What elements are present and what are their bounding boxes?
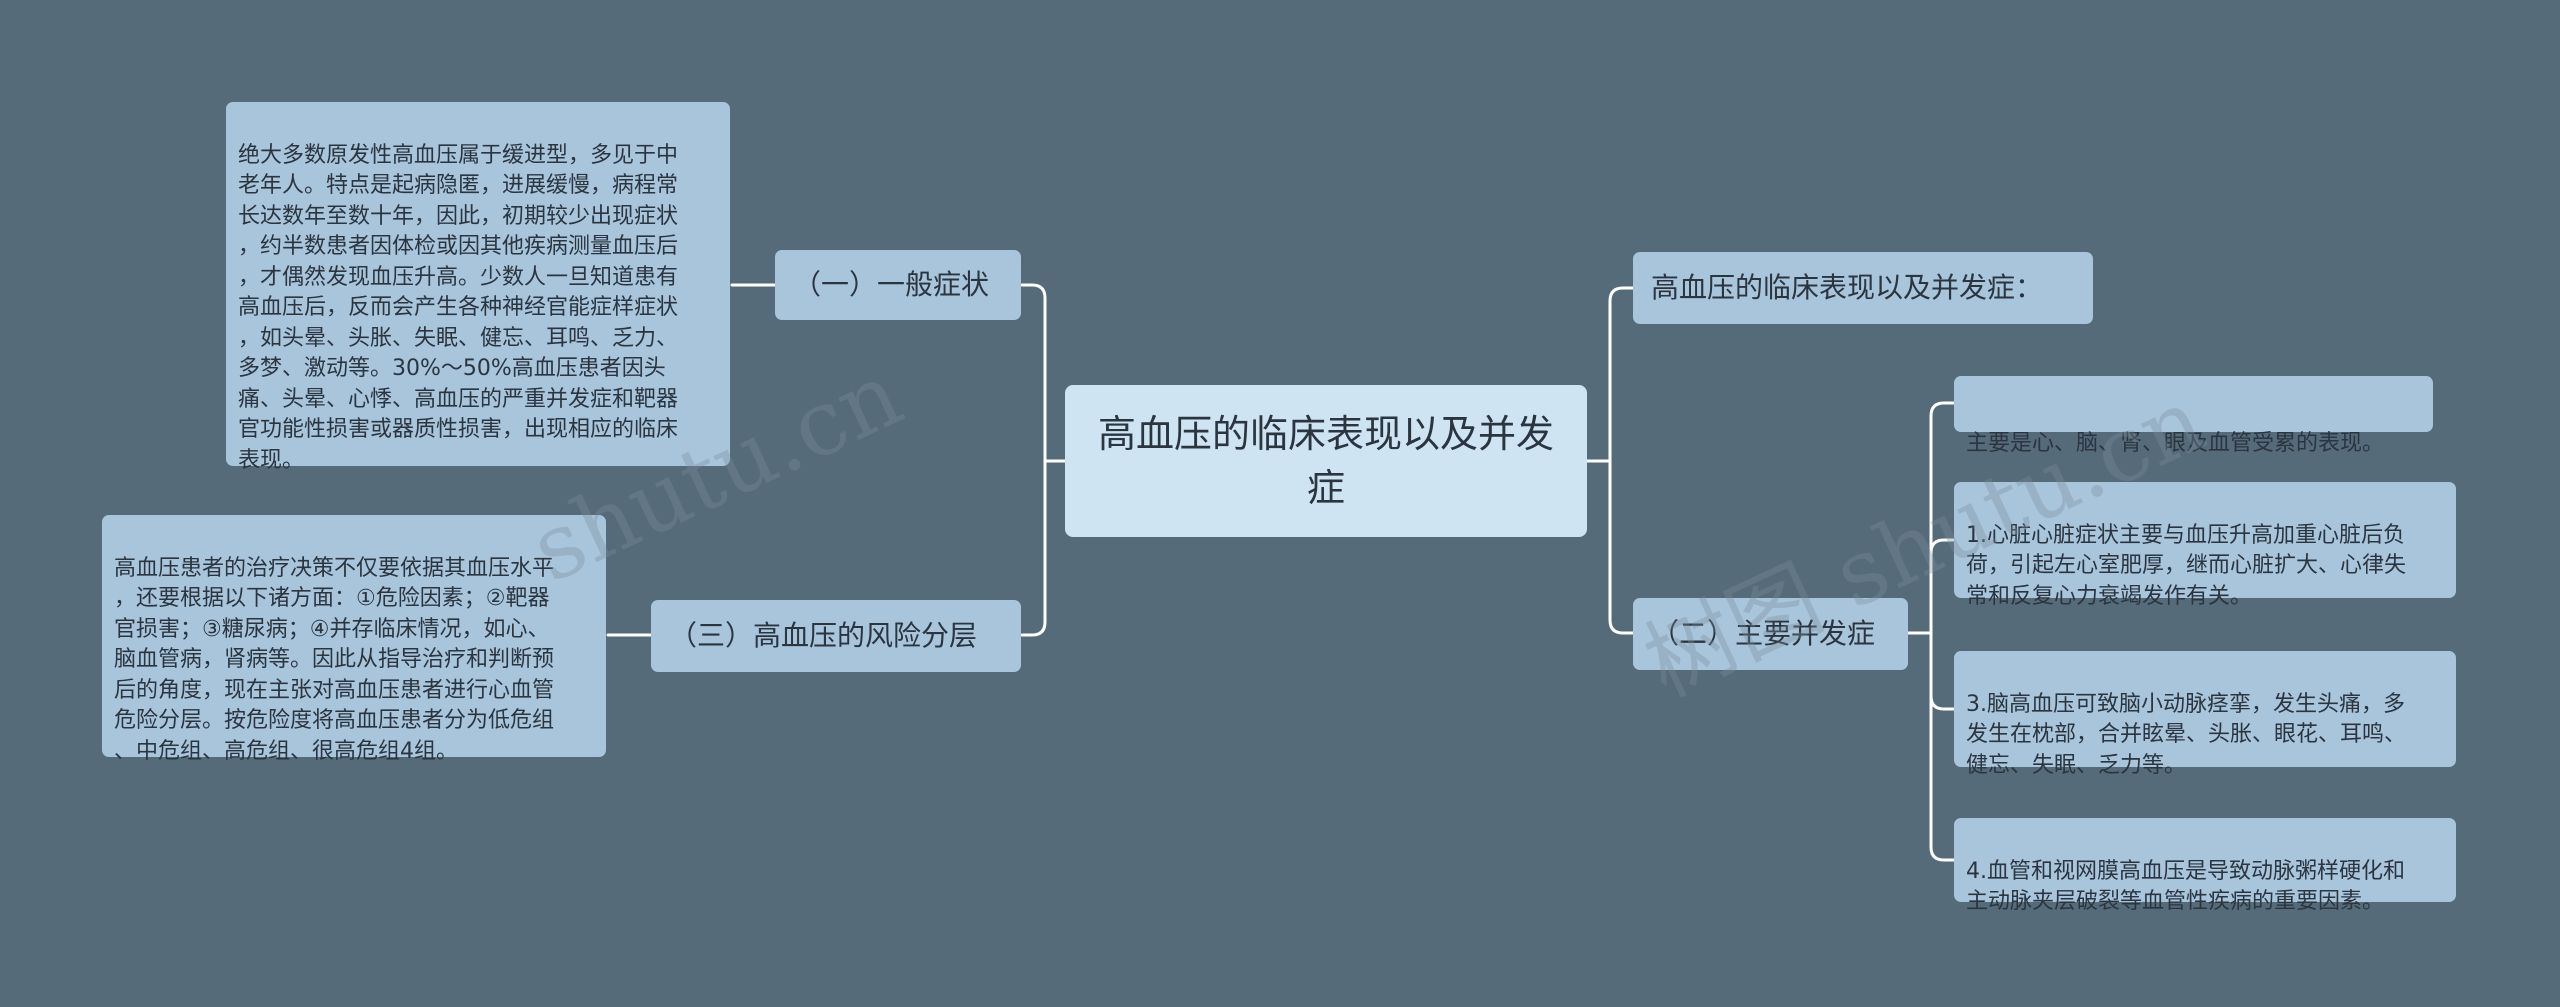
complication-item-3-text: 3.脑高血压可致脑小动脉痉挛，发生头痛，多 发生在枕部，合并眩晕、头胀、眼花、耳… bbox=[1966, 691, 2407, 778]
complication-item-4[interactable]: 4.血管和视网膜高血压是导致动脉粥样硬化和 主动脉夹层破裂等血管性疾病的重要因素… bbox=[1954, 818, 2456, 914]
branch-complications-label: （二）主要并发症 bbox=[1651, 617, 1876, 650]
complication-item-2-text: 1.心脏心脏症状主要与血压升高加重心脏后负 荷，引起左心室肥厚，继而心脏扩大、心… bbox=[1966, 522, 2407, 609]
complication-item-2[interactable]: 1.心脏心脏症状主要与血压升高加重心脏后负 荷，引起左心室肥厚，继而心脏扩大、心… bbox=[1954, 482, 2456, 609]
detail-general-text: 绝大多数原发性高血压属于缓进型，多见于中 老年人。特点是起病隐匿，进展缓慢，病程… bbox=[238, 142, 679, 473]
complication-item-1[interactable]: 主要是心、脑、肾、眼及血管受累的表现。 bbox=[1954, 376, 2433, 456]
connector-comp-item4 bbox=[1906, 631, 1956, 862]
connector-comp-item2 bbox=[1906, 538, 1956, 635]
connector-root-risk bbox=[1020, 459, 1067, 637]
root-node[interactable]: 高血压的临床表现以及并发症 bbox=[1065, 385, 1587, 537]
branch-risk-stratification[interactable]: （三）高血压的风险分层 bbox=[651, 600, 1021, 672]
detail-risk-stratification[interactable]: 高血压患者的治疗决策不仅要依据其血压水平 ，还要根据以下诸方面：①危险因素；②靶… bbox=[102, 515, 606, 764]
detail-risk-text: 高血压患者的治疗决策不仅要依据其血压水平 ，还要根据以下诸方面：①危险因素；②靶… bbox=[114, 555, 555, 764]
connector-root-complications bbox=[1585, 459, 1635, 635]
connector-comp-item1 bbox=[1906, 401, 1956, 635]
branch-heading[interactable]: 高血压的临床表现以及并发症： bbox=[1633, 252, 2093, 324]
root-label: 高血压的临床表现以及并发症 bbox=[1097, 412, 1554, 510]
branch-complications[interactable]: （二）主要并发症 bbox=[1633, 598, 1908, 670]
complication-item-1-text: 主要是心、脑、肾、眼及血管受累的表现。 bbox=[1966, 431, 2385, 456]
detail-general-symptoms[interactable]: 绝大多数原发性高血压属于缓进型，多见于中 老年人。特点是起病隐匿，进展缓慢，病程… bbox=[226, 102, 730, 473]
branch-heading-label: 高血压的临床表现以及并发症： bbox=[1651, 271, 2044, 304]
complication-item-3[interactable]: 3.脑高血压可致脑小动脉痉挛，发生头痛，多 发生在枕部，合并眩晕、头胀、眼花、耳… bbox=[1954, 651, 2456, 778]
connector-root-general bbox=[1020, 283, 1067, 463]
connector-root-heading bbox=[1585, 286, 1635, 463]
branch-general-symptoms[interactable]: （一）一般症状 bbox=[775, 250, 1021, 320]
branch-general-label: （一）一般症状 bbox=[793, 268, 990, 301]
branch-risk-label: （三）高血压的风险分层 bbox=[669, 619, 978, 652]
complication-item-4-text: 4.血管和视网膜高血压是导致动脉粥样硬化和 主动脉夹层破裂等血管性疾病的重要因素… bbox=[1966, 858, 2405, 915]
